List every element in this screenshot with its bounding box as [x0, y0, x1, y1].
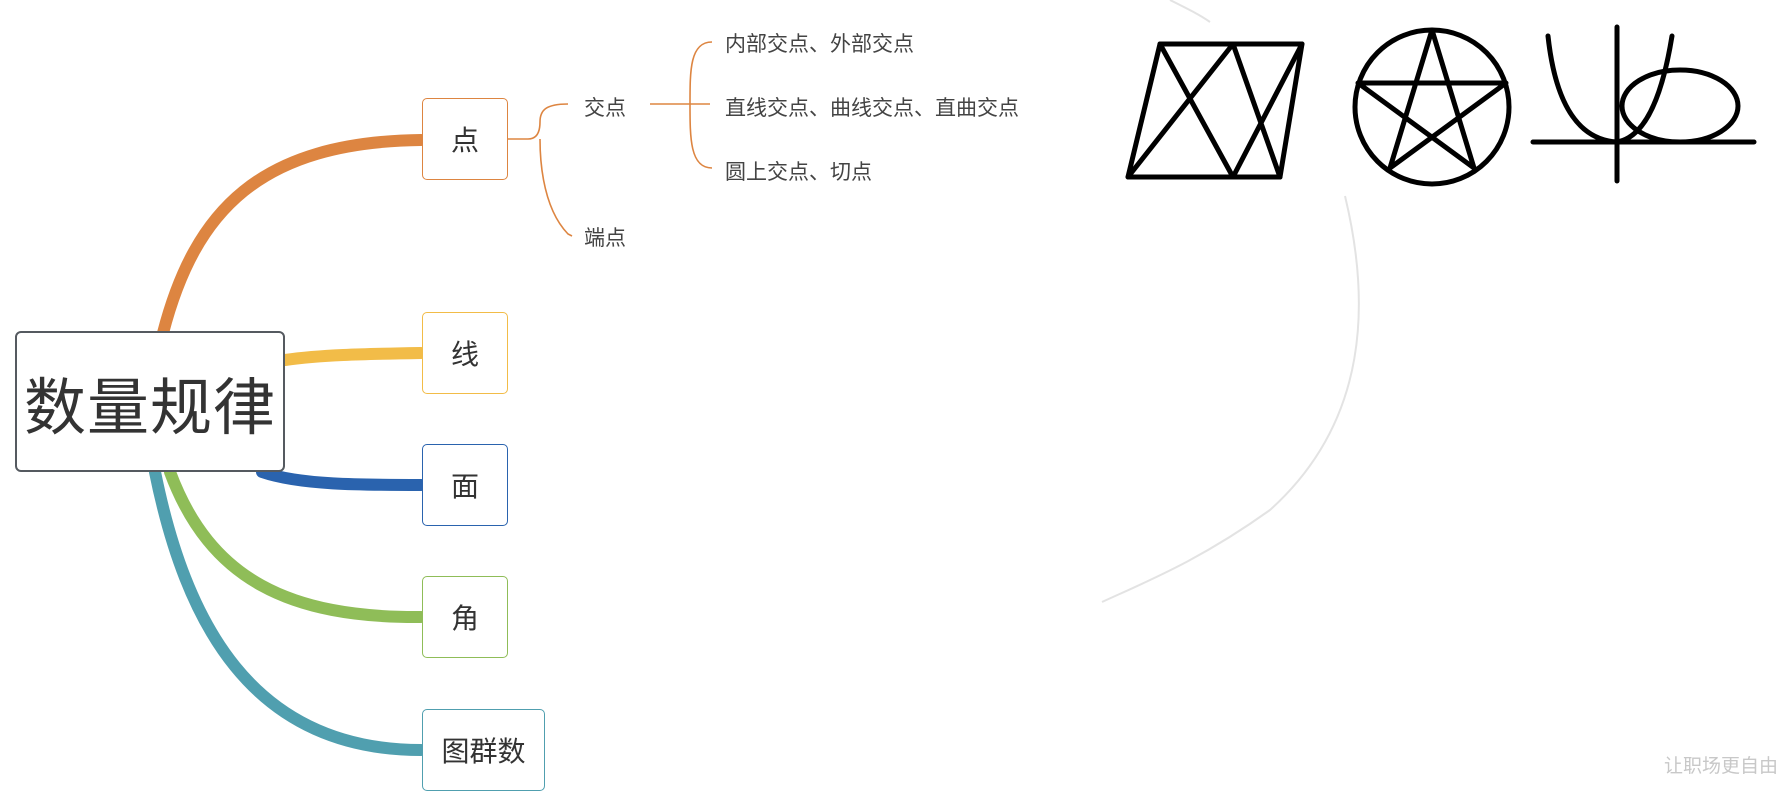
- branch-connector-angle: [164, 466, 427, 624]
- topic-endpoint[interactable]: 端点: [584, 226, 626, 250]
- branch-node-angle[interactable]: 角: [422, 576, 508, 658]
- topic-intersection[interactable]: 交点: [584, 96, 626, 120]
- branch-connector-point: [157, 134, 427, 339]
- branch-connector-figure-count: [149, 466, 427, 756]
- faint-divider-curve: [1101, 0, 1360, 603]
- root-label: 数量规律: [23, 370, 276, 444]
- branch-node-line[interactable]: 线: [422, 312, 508, 394]
- root-node[interactable]: 数量规律: [15, 331, 285, 472]
- branch-node-point[interactable]: 点: [422, 98, 508, 180]
- branch-label: 图群数: [441, 735, 526, 768]
- topic-intersection-detail[interactable]: 圆上交点、切点: [725, 160, 872, 184]
- branch-connector-face: [256, 466, 427, 491]
- branch-node-face[interactable]: 面: [422, 444, 508, 526]
- branch-label: 角: [450, 602, 479, 635]
- branch-connector-line: [279, 347, 427, 366]
- point-bracket: [508, 103, 573, 237]
- topic-intersection-detail[interactable]: 内部交点、外部交点: [725, 32, 914, 56]
- topic-intersection-detail[interactable]: 直线交点、曲线交点、直曲交点: [725, 96, 1019, 120]
- intersection-bracket: [650, 41, 713, 169]
- branch-label: 线: [450, 338, 479, 371]
- branch-label: 点: [450, 124, 479, 157]
- branch-label: 面: [450, 470, 479, 503]
- branch-node-figure-count[interactable]: 图群数: [422, 709, 545, 791]
- watermark-text: 让职场更自由: [1664, 755, 1779, 777]
